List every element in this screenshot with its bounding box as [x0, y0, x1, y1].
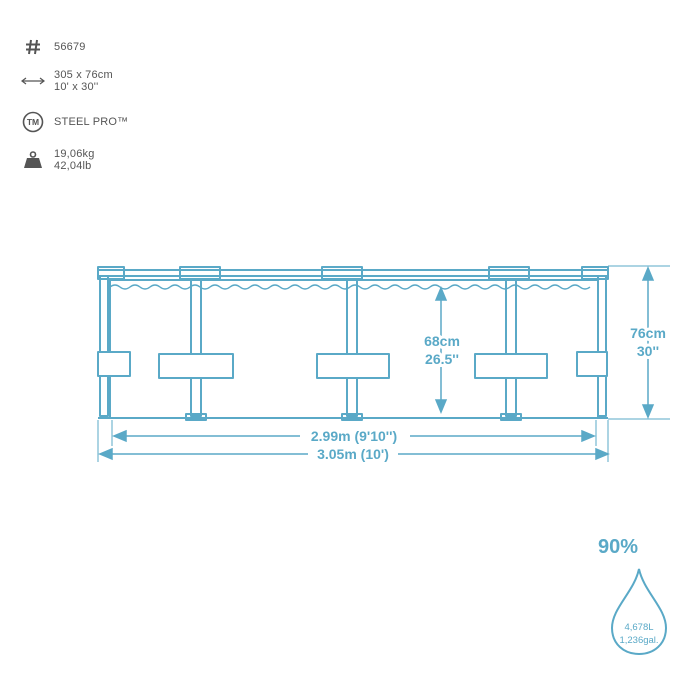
weight-lb: 42,04lb — [54, 160, 92, 172]
capacity-gallons: 1,236gal. — [619, 635, 658, 646]
spec-weight: 19,06kg 42,04lb — [20, 147, 95, 173]
rail-joint — [97, 266, 125, 280]
frame-leg — [99, 275, 109, 417]
water-drop-icon — [610, 568, 668, 656]
frame-type: STEEL PRO™ — [54, 116, 129, 128]
spec-size: 305 x 76cm 10' x 30'' — [20, 68, 113, 94]
rail-joint — [321, 266, 363, 280]
svg-text:TM: TM — [27, 117, 39, 127]
pool-wall — [109, 279, 599, 419]
outer-width-label: 3.05m (10') — [317, 446, 389, 462]
weight-icon — [20, 147, 46, 173]
weight-kg: 19,06kg — [54, 148, 95, 160]
pool-height-cm: 76cm — [630, 325, 666, 341]
rail-joint — [581, 266, 609, 280]
side-strap — [158, 353, 234, 379]
hash-icon — [20, 34, 46, 60]
frame-leg — [505, 278, 517, 417]
model-number: 56679 — [54, 41, 86, 53]
fill-percent: 90% — [597, 536, 639, 558]
water-height-cm: 68cm — [424, 333, 460, 349]
double-arrow-icon — [20, 68, 46, 94]
size-imperial: 10' x 30'' — [54, 81, 99, 93]
tm-icon: TM — [20, 109, 46, 135]
rail-joint — [488, 266, 530, 280]
size-metric: 305 x 76cm — [54, 69, 113, 81]
water-height-in: 26.5'' — [425, 351, 459, 367]
top-rail — [97, 269, 609, 277]
frame-leg — [346, 278, 358, 417]
inner-width-label: 2.99m (9'10'') — [311, 428, 397, 444]
side-strap — [576, 351, 608, 377]
frame-leg — [190, 278, 202, 417]
pool-height-in: 30'' — [637, 343, 659, 359]
spec-frame: TM STEEL PRO™ — [20, 109, 128, 135]
capacity-liters: 4,678L — [624, 622, 653, 633]
water-line — [109, 284, 591, 290]
frame-leg — [597, 275, 607, 417]
rail-joint — [179, 266, 221, 280]
spec-model: 56679 — [20, 34, 86, 60]
side-strap — [474, 353, 548, 379]
side-strap — [316, 353, 390, 379]
side-strap — [97, 351, 131, 377]
